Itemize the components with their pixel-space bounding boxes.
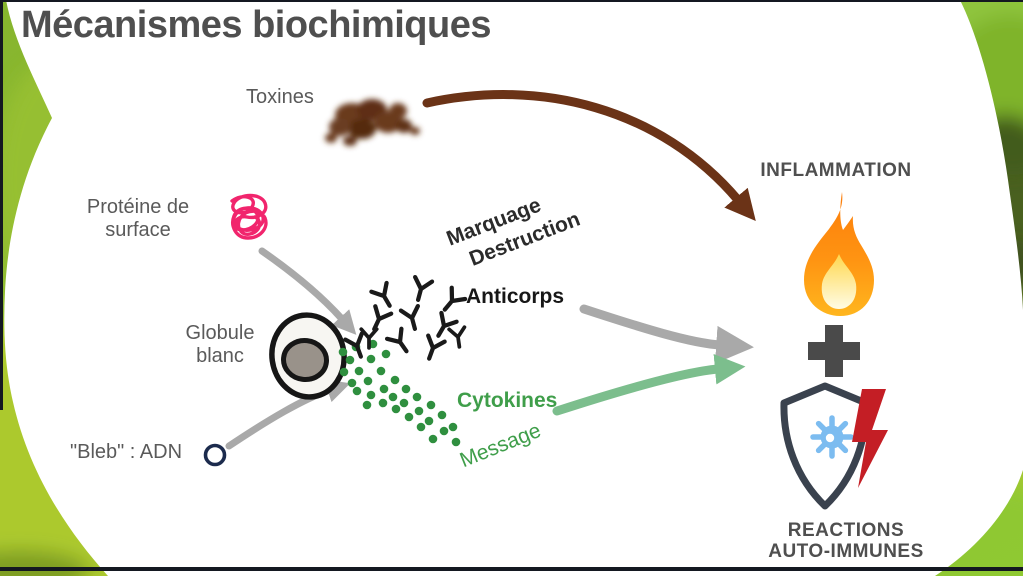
protein-arrow — [258, 247, 357, 335]
dna-bleb-icon — [203, 443, 227, 467]
antibody-icon — [345, 334, 369, 360]
cytokines-arrow — [552, 354, 746, 416]
antibody-icon — [401, 306, 423, 331]
anticorps-label: Anticorps — [466, 285, 565, 308]
antibody-icon — [447, 325, 469, 350]
reactions-line2: AUTO-IMMUNES — [768, 541, 924, 562]
surface-protein-icon — [230, 193, 268, 240]
antibody-cluster-icon — [345, 277, 469, 362]
frame-edge-left — [0, 0, 3, 410]
antibody-icon — [387, 329, 414, 356]
reactions-line1: REACTIONS — [787, 520, 905, 541]
fire-icon — [804, 192, 874, 316]
globule-line2: blanc — [196, 345, 244, 368]
antibody-icon — [421, 336, 445, 362]
reactions-label: REACTIONS AUTO-IMMUNES — [768, 520, 924, 562]
lightning-bolt-icon — [852, 389, 888, 488]
proteine-line2: surface — [105, 219, 171, 242]
autoimmune-shield-icon — [780, 382, 888, 510]
globule-blanc-label: Globule blanc — [186, 322, 255, 368]
toxin-blob-icon — [325, 99, 420, 146]
proteine-line1: Protéine de — [86, 196, 190, 218]
anticorps-arrow — [579, 304, 754, 364]
antibody-icon — [410, 277, 432, 302]
inflammation-label: INFLAMMATION — [760, 160, 912, 181]
proteine-surface-label: Protéine de surface — [87, 196, 189, 242]
toxines-label: Toxines — [246, 86, 314, 108]
cytokine-dots-icon — [338, 339, 461, 447]
toxin-arrow — [422, 90, 756, 221]
white-blood-cell-icon — [269, 312, 347, 400]
globule-line1: Globule — [185, 322, 255, 344]
bleb-adn-label: "Bleb" : ADN — [70, 441, 183, 463]
frame-edge-top — [0, 0, 1023, 2]
antibody-icon — [366, 306, 391, 333]
slide-title: Mécanismes biochimiques — [21, 4, 492, 46]
antibody-icon — [431, 313, 457, 340]
cytokines-label: Cytokines — [457, 389, 558, 412]
plus-icon — [808, 325, 860, 377]
frame-edge-bottom — [0, 567, 1023, 571]
virus-icon — [810, 415, 854, 459]
white-canvas-blob — [4, 0, 1023, 576]
